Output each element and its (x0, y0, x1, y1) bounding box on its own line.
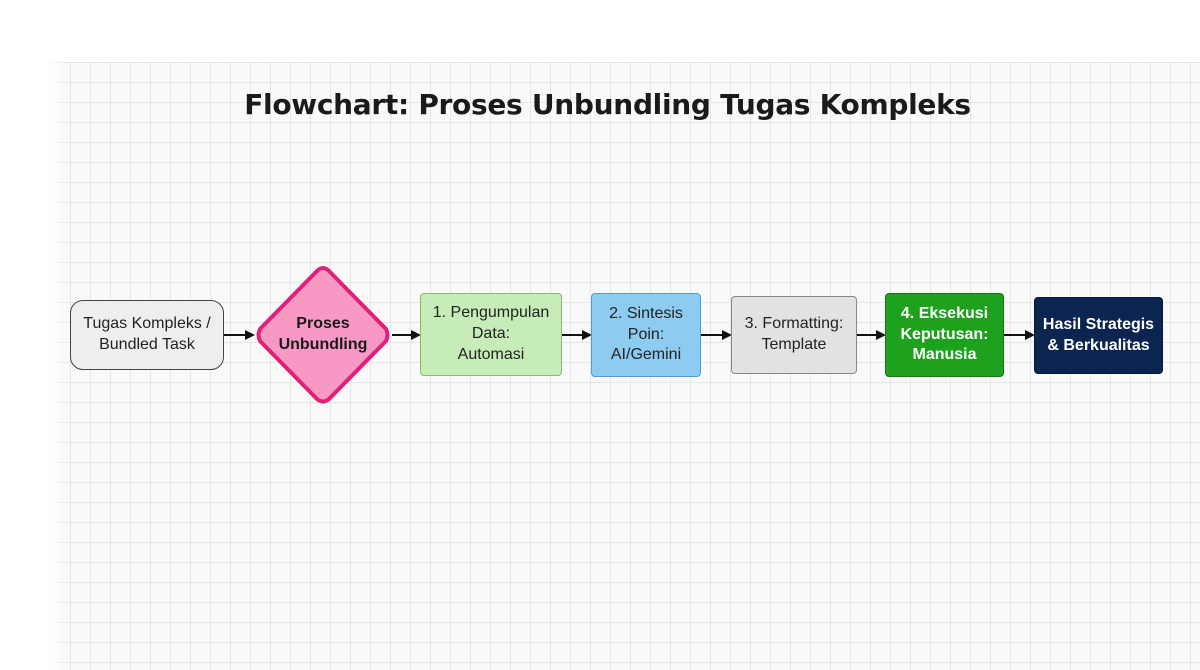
step2-node: 2. Sintesis Poin: AI/Gemini (591, 293, 701, 377)
step3-node: 3. Formatting: Template (731, 296, 857, 374)
start-node-label: Tugas Kompleks / Bundled Task (83, 315, 211, 353)
top-margin (0, 0, 1200, 62)
step4-node: 4. Eksekusi Keputusan: Manusia (885, 293, 1004, 377)
step1-node: 1. Pengumpulan Data: Automasi (420, 293, 562, 376)
diagram-title: Flowchart: Proses Unbundling Tugas Kompl… (244, 88, 971, 121)
decision-diamond-shape (256, 266, 390, 404)
step1-node-label: 1. Pengumpulan Data: Automasi (432, 304, 550, 363)
end-node-label: Hasil Strategis & Berkualitas (1042, 315, 1155, 354)
step4-node-label: 4. Eksekusi Keputusan: Manusia (900, 304, 989, 364)
decision-node: Proses Unbundling (254, 265, 392, 405)
end-node: Hasil Strategis & Berkualitas (1034, 297, 1163, 374)
left-margin (0, 0, 68, 670)
step2-node-label: 2. Sintesis Poin: AI/Gemini (609, 304, 683, 364)
start-node: Tugas Kompleks / Bundled Task (70, 300, 224, 370)
decision-node-label: Proses Unbundling (278, 315, 368, 353)
step3-node-label: 3. Formatting: Template (744, 315, 844, 353)
